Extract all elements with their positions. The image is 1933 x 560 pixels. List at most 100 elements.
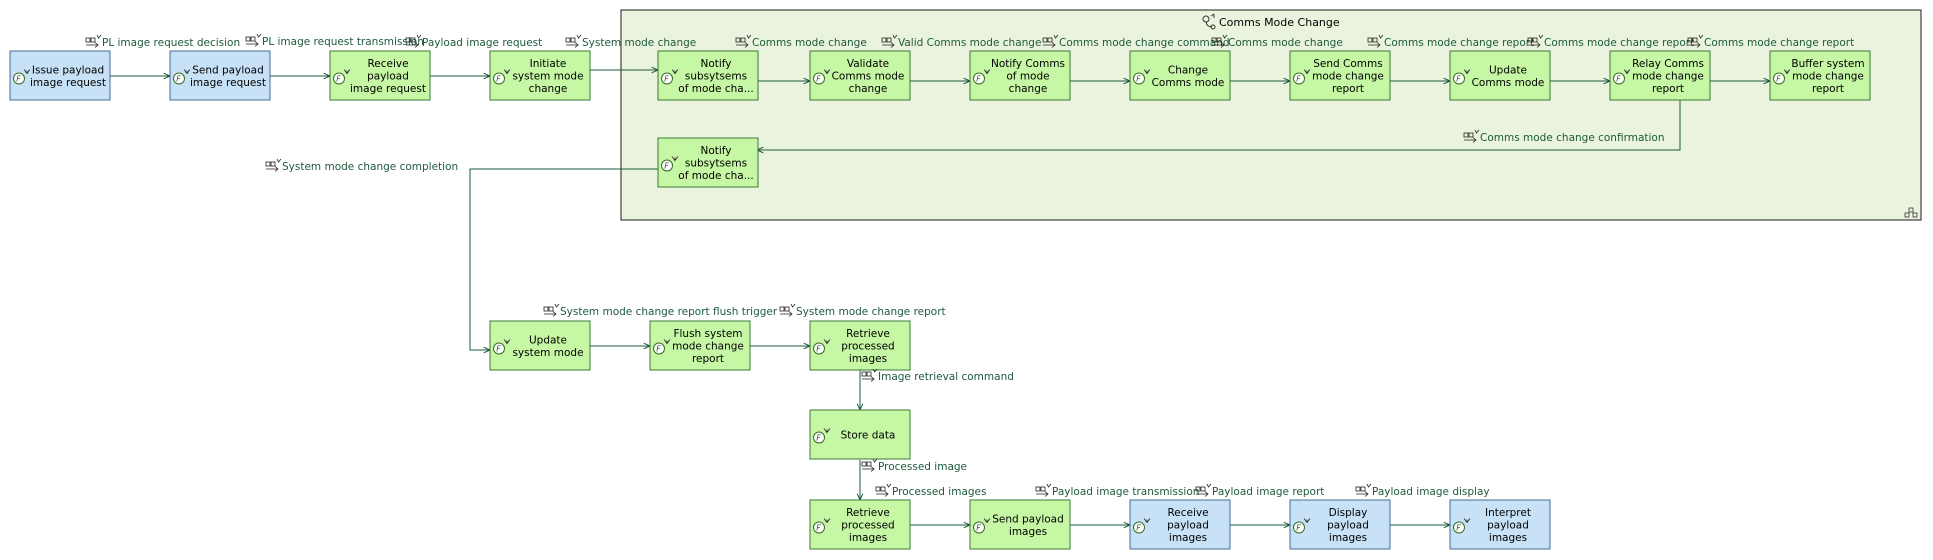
flow-label-text: Comms mode change [1228,37,1343,49]
flow-label-pl-transmission[interactable]: PL image request transmission [245,33,424,48]
group-icon [1202,13,1216,30]
exchange-item-icon [405,34,422,48]
exchange-item-icon [1195,483,1212,497]
flow-label-system-mode-change[interactable]: System mode change [565,34,696,49]
flow-label-text: Processed images [892,486,986,498]
flow-label-smc-completion[interactable]: System mode change completion [265,158,458,173]
hierarchy-icon[interactable] [1904,207,1918,218]
svg-text:F: F [1776,75,1781,84]
flow-label-smc-flush-trigger[interactable]: System mode change report flush trigger [543,303,778,318]
flow-label-text: Image retrieval command [878,371,1014,383]
svg-text:F: F [816,345,821,354]
function-icon: F [813,69,831,85]
flow-label-processed-images[interactable]: Processed images [875,483,986,498]
flow-label-comms-mode-change-b[interactable]: Comms mode change [1211,34,1343,49]
flow-label-text: Comms mode change report [1384,37,1534,49]
flow-label-text: Comms mode change report [1544,37,1694,49]
flow-label-text: Payload image report [1212,486,1324,498]
flow-label-text: System mode change [582,37,696,49]
function-label: Store data [841,430,896,442]
svg-text:F: F [1456,524,1461,533]
function-icon: F [813,428,831,444]
flow-label-retrieval-cmd[interactable]: Image retrieval command [861,368,1014,383]
flow-label-cm-report-1[interactable]: Comms mode change report [1367,34,1534,49]
flow-connectors [110,70,1770,525]
flow-label-payload-request[interactable]: Payload image request [405,34,542,49]
flow-label-text: Comms mode change [752,37,867,49]
flow-label-comms-mode-change-a[interactable]: Comms mode change [735,34,867,49]
function-icon: F [661,156,679,172]
svg-text:F: F [1296,524,1301,533]
svg-text:F: F [664,162,669,171]
flow-label-cm-report-3[interactable]: Comms mode change report [1687,34,1854,49]
function-icon: F [661,69,679,85]
svg-text:F: F [656,345,661,354]
svg-text:F: F [1296,75,1301,84]
flow-label-text: Payload image display [1372,486,1490,498]
flow-label-text: System mode change report flush trigger [560,306,778,318]
flow-label-valid-comms[interactable]: Valid Comms mode change [881,34,1041,49]
comms-mode-change-group[interactable]: Comms Mode Change [620,9,1922,221]
function-node-store-data[interactable]: F Store data [809,409,911,460]
exchange-item-icon [1211,34,1228,48]
function-icon: F [1453,69,1471,85]
flow-label-text: Valid Comms mode change [898,37,1041,49]
flow-label-payload-display[interactable]: Payload image display [1355,483,1490,498]
flow-label-pl-decision[interactable]: PL image request decision [85,34,240,49]
flow-line [757,100,1681,150]
svg-text:F: F [336,75,341,84]
flow-label-payload-report[interactable]: Payload image report [1195,483,1324,498]
flow-label-payload-transmission[interactable]: Payload image transmission [1035,483,1199,498]
svg-text:F: F [664,75,669,84]
flow-label-text: Payload image transmission [1052,486,1199,498]
flow-label-cm-confirmation[interactable]: Comms mode change confirmation [1463,129,1665,144]
flow-label-cm-report-2[interactable]: Comms mode change report [1527,34,1694,49]
flow-label-smc-report[interactable]: System mode change report [779,303,946,318]
exchange-item-icon [735,34,752,48]
flow-label-text: Processed image [878,461,967,473]
flow-label-processed-image[interactable]: Processed image [861,458,967,473]
flow-label-comms-command[interactable]: Comms mode change command [1042,34,1230,49]
exchange-item-icon [1355,483,1372,497]
flow-line [469,168,658,350]
function-icon: F [13,69,31,85]
exchange-item-icon [265,158,282,172]
svg-text:F: F [1136,524,1141,533]
svg-text:F: F [1616,75,1621,84]
exchange-item-icon [565,34,582,48]
exchange-item-icon [1463,129,1480,143]
flow-labels: PL image request decision PL image reques… [85,33,1854,498]
function-icon: F [1133,518,1151,534]
